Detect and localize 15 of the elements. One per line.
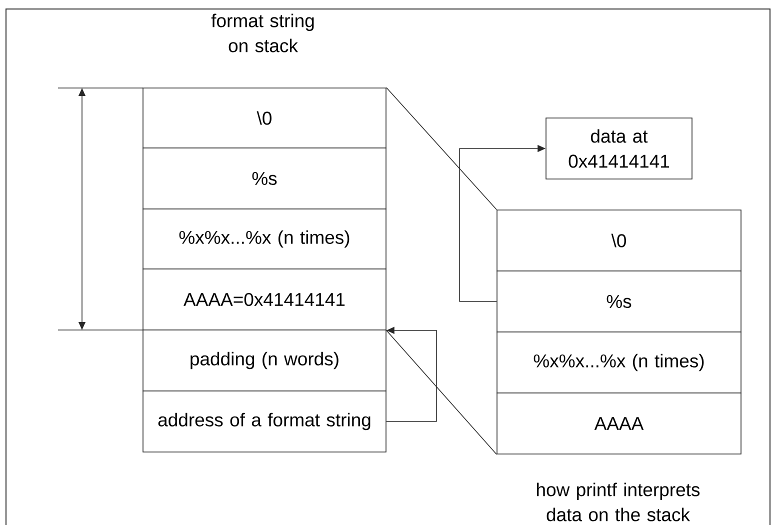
stack-cell: %x%x...%x (n times)	[142, 208, 386, 270]
stack-cell: %s	[496, 270, 742, 332]
data-box: data at 0x41414141	[546, 118, 692, 180]
stack-caption: how printf interprets data on the stack	[537, 482, 700, 522]
stack-cell: AAAA	[496, 392, 742, 454]
stack-cell: %s	[142, 148, 386, 210]
stack-cell: address of a format string	[142, 390, 386, 452]
projection-line	[386, 330, 497, 455]
stack-cell: \0	[142, 88, 386, 148]
projection-line	[386, 87, 497, 210]
stack-cell: AAAA=0x41414141	[142, 268, 386, 330]
stack-cell: %x%x...%x (n times)	[496, 332, 742, 394]
stack-caption: format string on stack	[211, 14, 314, 52]
stack-cell: padding (n words)	[142, 330, 386, 392]
stack-cell: \0	[496, 210, 742, 272]
